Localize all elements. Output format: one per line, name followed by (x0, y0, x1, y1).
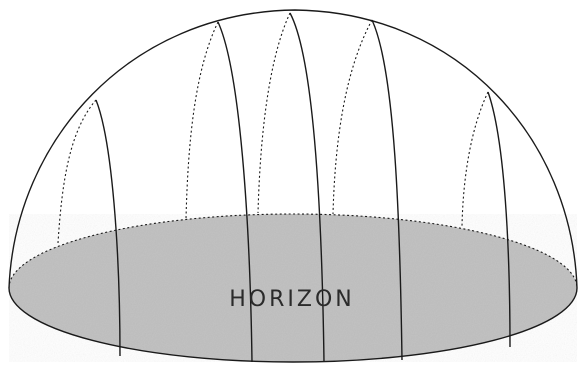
back-vertical-circles (58, 13, 488, 243)
back-vertical-circle-2 (186, 22, 218, 219)
horizon-label: HORIZON (229, 287, 354, 312)
back-vertical-circle-5 (462, 92, 488, 226)
back-vertical-circle-4 (333, 20, 372, 214)
back-vertical-circle-1 (58, 100, 96, 243)
back-vertical-circle-3 (258, 13, 290, 213)
